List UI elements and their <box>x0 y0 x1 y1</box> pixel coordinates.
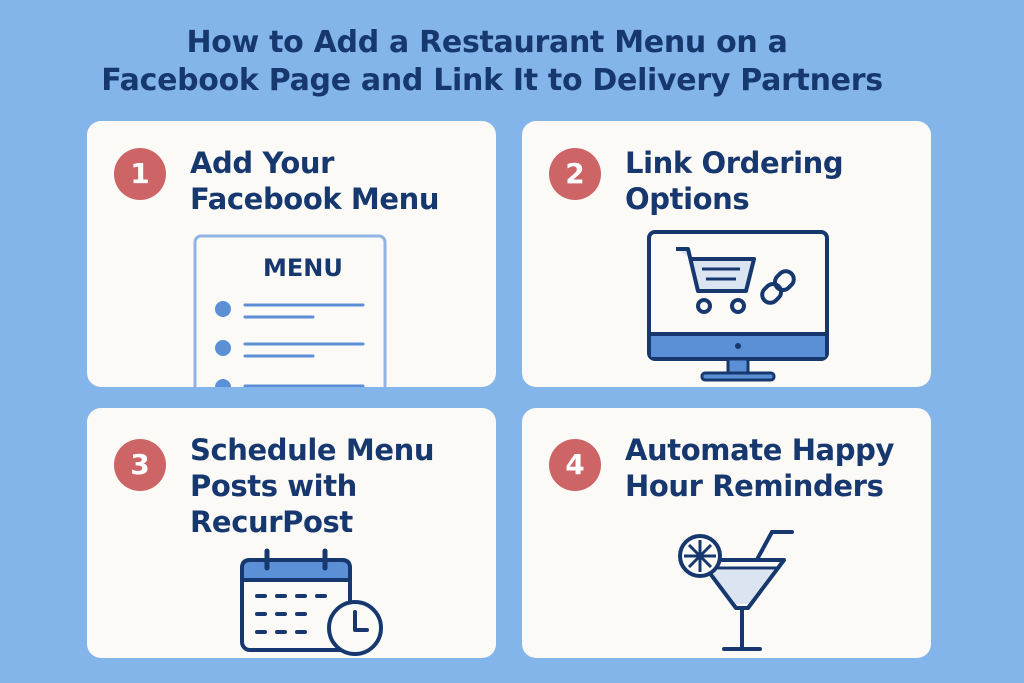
step-title: Automate Happy Hour Reminders <box>625 433 894 503</box>
step-card-1: 1 Add Your Facebook Menu MENU <box>87 121 496 387</box>
step-card-2: 2 Link Ordering Options <box>522 121 931 387</box>
step-card-3: 3 Schedule Menu Posts with RecurPost <box>87 408 496 658</box>
cocktail-icon <box>678 530 794 651</box>
step-title: Add Your Facebook Menu <box>190 146 440 216</box>
calendar-clock-icon <box>240 548 383 656</box>
menu-document-icon: MENU <box>193 234 387 387</box>
step-title: Schedule Menu Posts with RecurPost <box>190 433 435 539</box>
page-title-line-1: How to Add a Restaurant Menu on a <box>186 25 788 60</box>
menu-heading-text: MENU <box>263 254 343 282</box>
step-number-badge: 4 <box>549 439 601 491</box>
step-card-4: 4 Automate Happy Hour Reminders <box>522 408 931 658</box>
step-number-badge: 3 <box>114 439 166 491</box>
page-title: How to Add a Restaurant Menu on a Facebo… <box>0 24 1024 100</box>
step-title: Link Ordering Options <box>625 146 844 216</box>
step-number-badge: 1 <box>114 148 166 200</box>
step-number-badge: 2 <box>549 148 601 200</box>
page-title-line-2: Facebook Page and Link It to Delivery Pa… <box>101 63 883 98</box>
monitor-cart-link-icon <box>647 230 829 382</box>
